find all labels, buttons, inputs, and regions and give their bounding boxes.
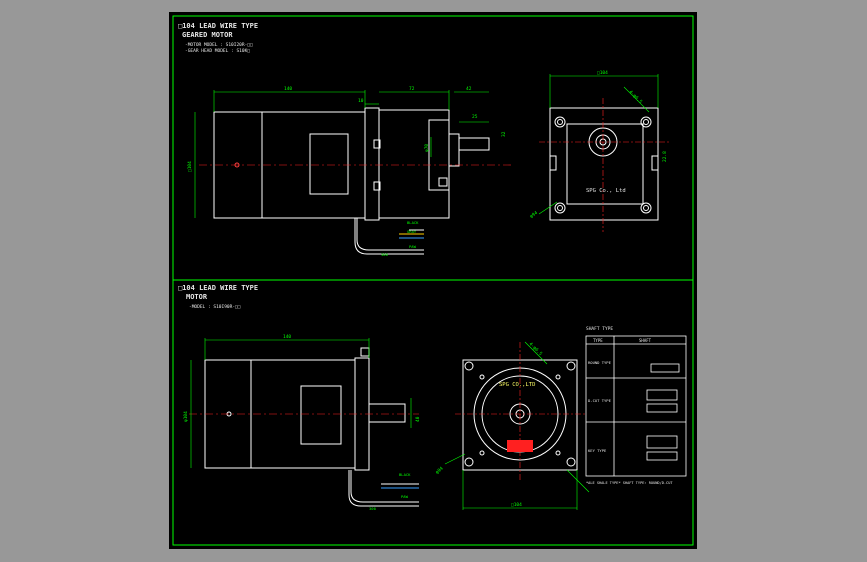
dim-tip: 42 <box>466 86 472 92</box>
cad-drawing: □104 LEAD WIRE TYPE GEARED MOTOR -MOTOR … <box>172 15 694 546</box>
bottom-lead-wires <box>348 470 419 507</box>
bottom-lead-label-2: PAW <box>401 494 409 499</box>
dim-bottom-length: 140 <box>283 334 291 340</box>
dim-shaft: 32 <box>501 131 507 137</box>
dim-motor-length: 140 <box>284 86 292 92</box>
geared-motor-side-view <box>213 107 490 221</box>
table-note: *ALE SHALE TYPE* SHAFT TYPE: ROUND/D-CUT <box>586 481 673 485</box>
shaft-type-table <box>585 335 687 477</box>
top-model-2: -GEAR HEAD MODEL : S10K□ <box>185 48 250 54</box>
drawing-sheet: □104 LEAD WIRE TYPE GEARED MOTOR -MOTOR … <box>169 12 697 549</box>
table-row-round: ROUND TYPE <box>588 360 612 365</box>
top-brand: SPG Co., Ltd <box>586 188 626 194</box>
dim-pcd: φ94 <box>529 210 539 220</box>
bottom-lead-label-1: BLACK <box>399 472 411 477</box>
dim-bolt-circle: 4-φ6.5 <box>628 89 644 105</box>
dim-key: 25 <box>472 114 478 120</box>
dim-bottom-width: □104 <box>511 502 522 508</box>
top-subtitle: GEARED MOTOR <box>182 31 233 39</box>
motor-side-view <box>204 347 406 471</box>
top-dimensions <box>194 90 489 218</box>
top-lead-label-1: BLACK <box>407 220 419 225</box>
bottom-subtitle: MOTOR <box>186 293 208 301</box>
top-lead-label-2: GRAY <box>407 229 417 234</box>
table-row-dcut: D-CUT TYPE <box>588 398 612 403</box>
dim-bottom-height: φ104 <box>183 411 189 422</box>
dim-bottom-hole: 4-φ6.5 <box>528 341 544 357</box>
bottom-lead-label-3: 300 <box>369 506 377 511</box>
table-col-1: TYPE <box>593 338 603 343</box>
top-model-1: -MOTOR MODEL : S10I20R-□□ <box>185 42 253 48</box>
dim-side: 22.8 <box>662 151 668 162</box>
top-title: □104 LEAD WIRE TYPE <box>178 22 258 30</box>
dim-gear-length: 72 <box>409 86 415 92</box>
bottom-dimensions <box>190 338 412 468</box>
dim-bottom-tip: 40 <box>415 416 421 422</box>
top-lead-wires <box>354 218 424 255</box>
table-title: SHAFT TYPE <box>586 326 613 332</box>
dim-flange: □104 <box>597 70 608 76</box>
dim-gap: 10 <box>358 98 364 104</box>
top-lead-label-4: 300 <box>381 252 389 257</box>
table-row-key: KEY TYPE <box>588 448 607 453</box>
dim-diameter: φ70 <box>424 144 430 152</box>
dim-height: □104 <box>187 161 193 172</box>
bottom-brand: SPG CO.,LTD <box>499 382 535 388</box>
geared-motor-front-view <box>549 107 659 221</box>
bottom-model: -MODEL : S10I90R-□□ <box>189 304 241 310</box>
table-col-2: SHAFT <box>639 338 652 343</box>
top-lead-label-3: PAW <box>409 244 417 249</box>
bottom-title: □104 LEAD WIRE TYPE <box>178 284 258 292</box>
dim-bottom-pcd: φ94 <box>434 466 444 476</box>
